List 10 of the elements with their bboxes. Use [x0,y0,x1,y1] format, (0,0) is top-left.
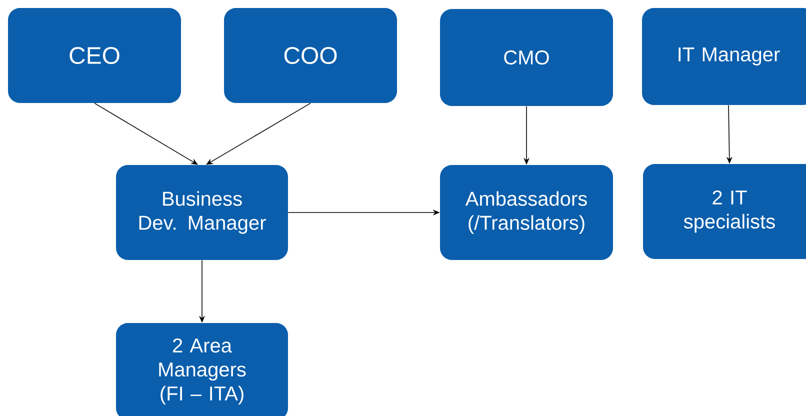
org-box: 2 IT specialists [643,164,806,259]
arrow [206,102,311,165]
org-box: CEO [8,8,181,103]
org-box: Ambassadors (/Translators) [440,165,613,260]
org-box: IT Manager [642,8,806,105]
arrow [94,102,198,165]
org-box: 2 Area Managers (FI – ITA) [116,323,288,416]
org-box: Business Dev. Manager [116,165,288,260]
org-box: CMO [440,9,613,106]
org-box: COO [224,8,397,103]
